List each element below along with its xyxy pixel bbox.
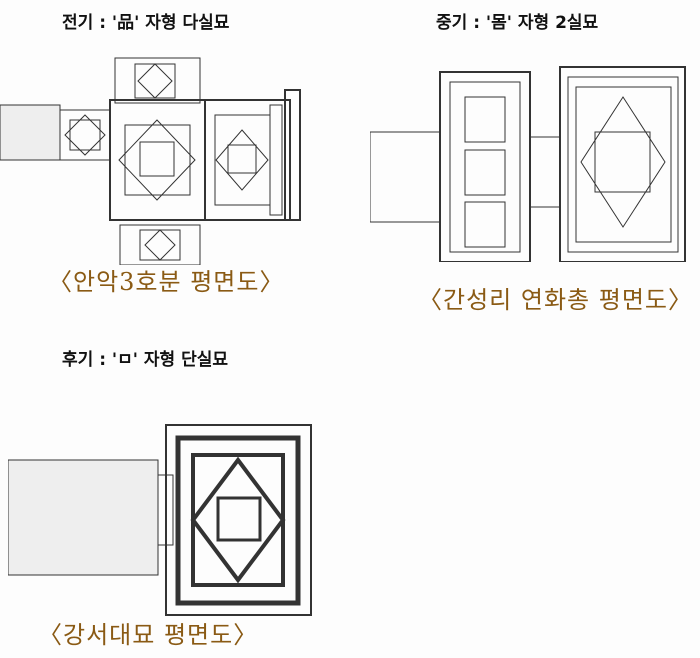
early-period-heading: 전기 : '品' 자형 다실묘 <box>62 13 230 33</box>
gangseo-tomb-plan <box>8 424 312 616</box>
gangseo-tomb-caption: 〈강서대묘 평면도〉 <box>38 621 259 649</box>
anak-tomb-plan <box>0 57 301 265</box>
anak-tomb-caption: 〈안악3호분 평면도〉 <box>48 268 285 296</box>
ganseongri-tomb-caption: 〈간성리 연화총 평면도〉 <box>418 286 693 314</box>
ganseongri-tomb-plan <box>370 66 686 262</box>
middle-period-heading: 중기 : '몸' 자형 2실묘 <box>436 13 599 33</box>
late-period-heading: 후기 : 'ㅁ' 자형 단실묘 <box>62 350 229 370</box>
